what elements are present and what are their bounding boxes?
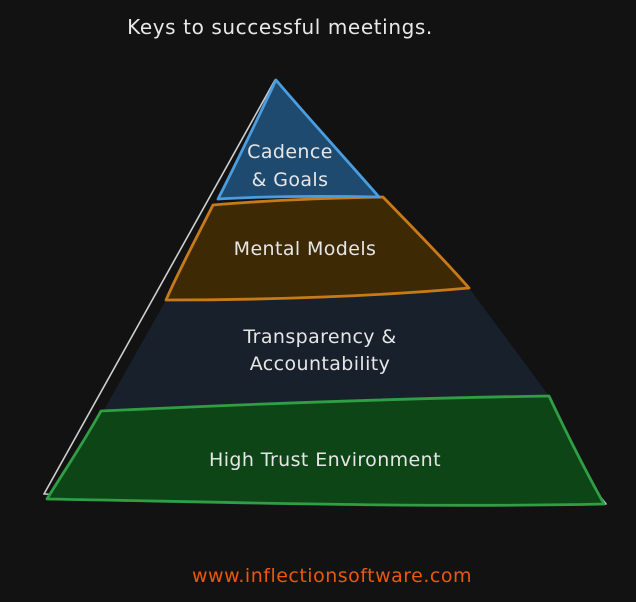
tier-label-mental-models: Mental Models [234, 238, 377, 260]
tier-label-line: Accountability [250, 353, 391, 375]
diagram-title: Keys to successful meetings. [127, 15, 433, 39]
tier-transparency-accountability [104, 288, 549, 410]
tier-label-transparency-accountability: Transparency & Accountability [242, 326, 396, 375]
tier-label-line: Cadence [247, 141, 333, 163]
tier-label-high-trust-environment: High Trust Environment [209, 449, 441, 471]
tier-cadence-goals [216, 78, 381, 201]
tier-label-line: Transparency & [242, 326, 396, 348]
tier-label-cadence-goals: Cadence & Goals [247, 141, 333, 191]
tier-mental-models [164, 195, 471, 302]
website-link[interactable]: www.inflectionsoftware.com [192, 565, 472, 587]
tier-label-line: & Goals [252, 169, 329, 191]
tier-high-trust-environment [45, 394, 606, 507]
